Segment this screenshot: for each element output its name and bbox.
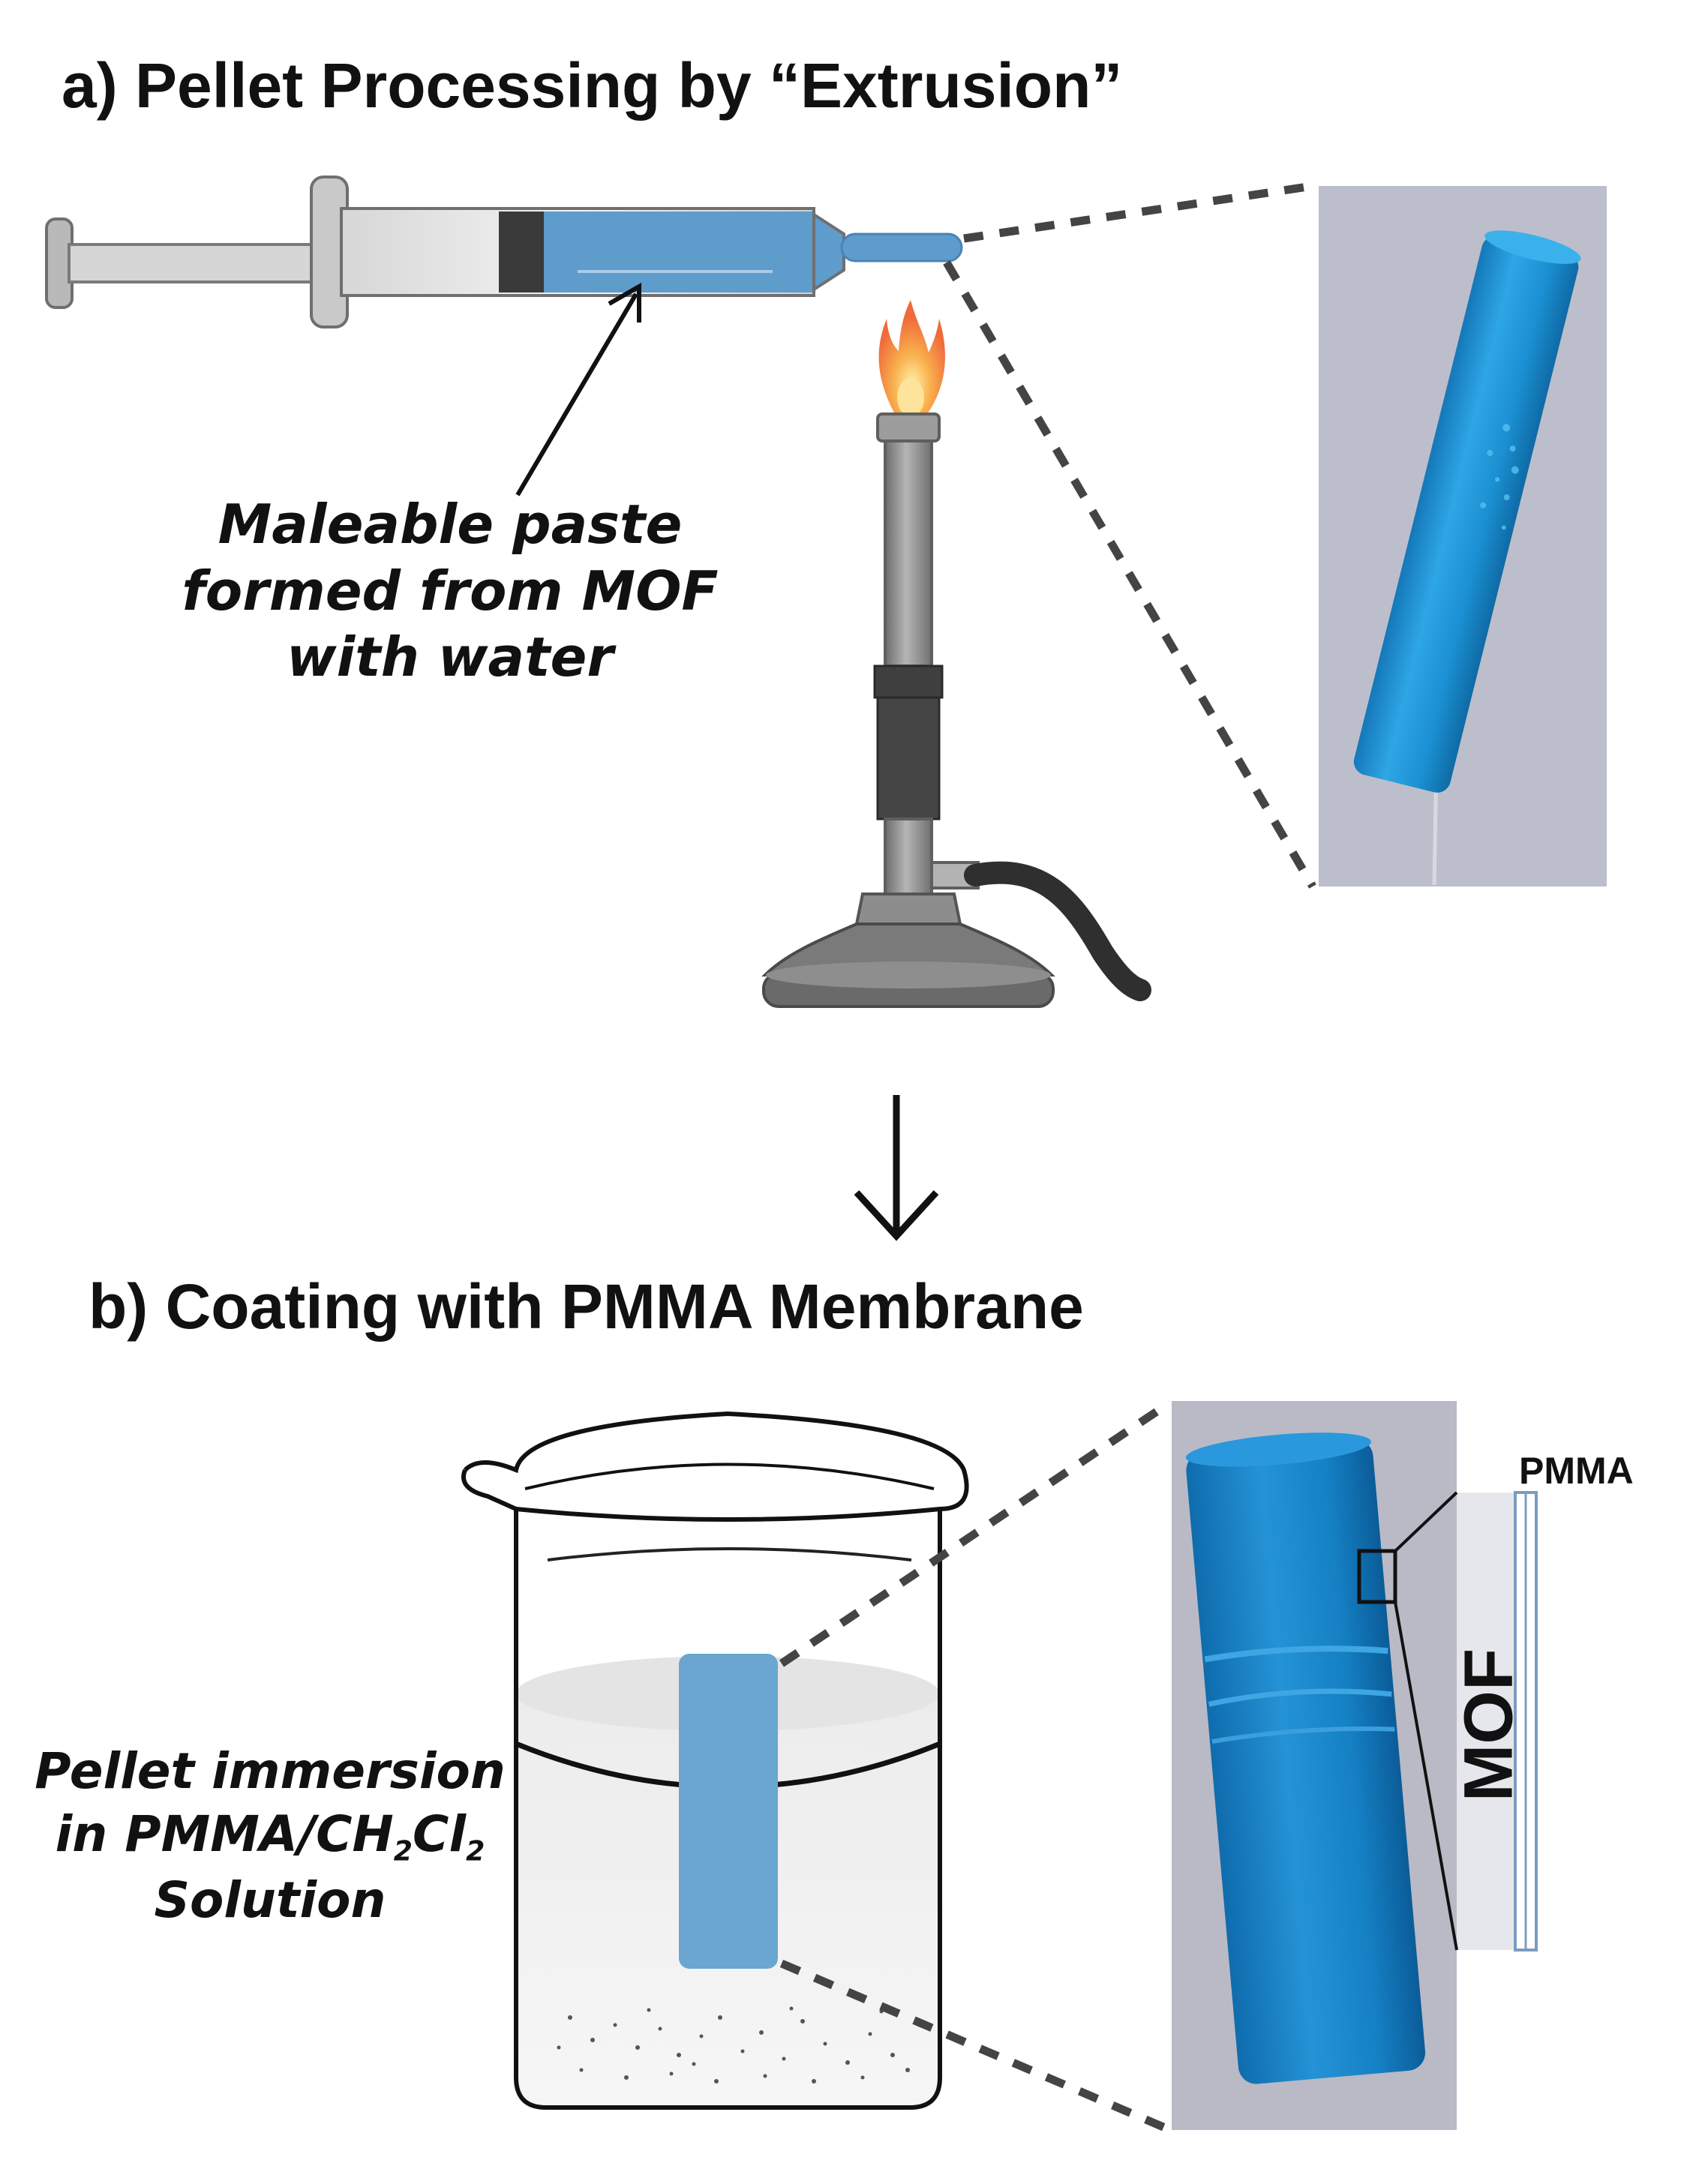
air-collar-ring bbox=[873, 664, 944, 699]
immersion-caption-line-2: in PMMA/CH2Cl2 bbox=[23, 1803, 518, 1869]
paste-in-barrel bbox=[544, 212, 812, 292]
flame bbox=[878, 300, 945, 414]
formula-sub-2: 2 bbox=[466, 1834, 485, 1868]
flame-core bbox=[897, 378, 924, 417]
plunger-stopper bbox=[499, 212, 544, 292]
immersed-pellet bbox=[679, 1654, 778, 1969]
beaker-wall bbox=[514, 1509, 942, 2110]
sediment-particles bbox=[557, 2006, 921, 2084]
burner-tube bbox=[884, 440, 933, 668]
beaker bbox=[461, 1411, 969, 2110]
process-arrow-down bbox=[854, 1095, 939, 1241]
burner-neck bbox=[854, 892, 962, 926]
beaker-rim-inner bbox=[524, 1462, 935, 1490]
plunger-rod bbox=[68, 243, 322, 284]
paste-caption-line-1: Maleable paste bbox=[218, 493, 683, 556]
zoom-lines-b bbox=[779, 1399, 1173, 2134]
pellet-top-face bbox=[1484, 230, 1581, 264]
extruded-pellet bbox=[1353, 236, 1579, 793]
formula-part-2: Cl bbox=[413, 1804, 467, 1863]
pellet-photo-b bbox=[1172, 1401, 1457, 2130]
paste-caption-line-2: formed from MOF bbox=[182, 559, 719, 622]
panel-a-heading: a) Pellet Processing by “Extrusion” bbox=[62, 50, 1123, 121]
beaker-graduation bbox=[547, 1547, 912, 1562]
gas-hose bbox=[964, 861, 1151, 1001]
immersion-caption-line-1: Pellet immersion bbox=[35, 1742, 506, 1800]
magnify-connector-bottom bbox=[1394, 1601, 1458, 1951]
syringe bbox=[45, 176, 963, 328]
pellet-top-face bbox=[1185, 1432, 1371, 1467]
panel-b-heading: b) Coating with PMMA Membrane bbox=[89, 1271, 1084, 1342]
layer-schematic bbox=[1394, 1491, 1538, 1952]
magnify-connector-top bbox=[1394, 1491, 1458, 1552]
burner-base-dome bbox=[761, 922, 1055, 976]
air-collar bbox=[876, 696, 941, 820]
magnified-region bbox=[1357, 1549, 1397, 1604]
pellet-photo-a bbox=[1319, 186, 1607, 886]
immersion-caption: Pellet immersion in PMMA/CH2Cl2 Solution bbox=[23, 1740, 518, 1931]
paste-caption-line-3: with water bbox=[287, 626, 614, 689]
beaker-spout bbox=[461, 1468, 518, 1511]
burner-top bbox=[876, 412, 941, 442]
formula-part-1: in PMMA/CH bbox=[55, 1804, 394, 1863]
beaker-rim bbox=[463, 1411, 969, 1522]
extruded-strand bbox=[840, 232, 963, 262]
burner-lower-tube bbox=[884, 818, 933, 896]
mof-layer-label: MOF bbox=[1450, 1648, 1527, 1802]
bunsen-burner bbox=[761, 300, 1151, 1008]
burner-base-top bbox=[766, 962, 1051, 988]
paste-pointer-arrow bbox=[515, 282, 641, 496]
formula-sub-1: 2 bbox=[393, 1834, 413, 1868]
pmma-layer-label: PMMA bbox=[1519, 1450, 1634, 1492]
coating-ridge bbox=[1204, 1646, 1388, 1663]
immersion-caption-line-3: Solution bbox=[154, 1870, 386, 1929]
paste-caption: Maleable paste formed from MOF with wate… bbox=[180, 491, 720, 691]
barrel-tip bbox=[812, 212, 845, 292]
zoom-lines-a bbox=[943, 182, 1316, 889]
